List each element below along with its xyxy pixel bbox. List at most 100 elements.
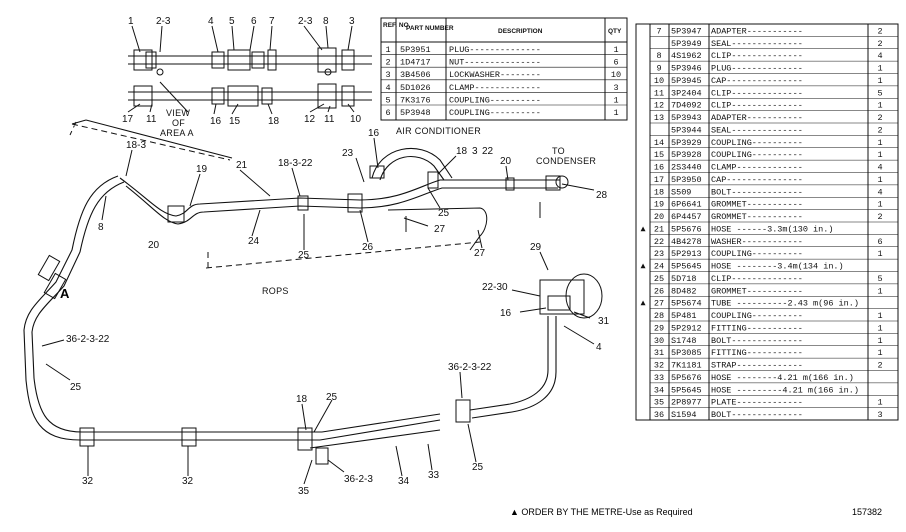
table-cell-part: 5P3929 [671, 138, 702, 148]
table-cell-desc: HOSE ------3.3m(130 in.) [711, 224, 833, 234]
table-cell-qty: 2 [877, 125, 882, 135]
table-cell-desc: ADAPTER----------- [711, 113, 803, 123]
table-cell-mark: ▲ [640, 299, 646, 309]
table-cell-ref: 30 [654, 336, 664, 346]
callout: 32 [82, 476, 94, 487]
view-label: OF [172, 118, 185, 128]
table-cell-qty: 2 [877, 113, 882, 123]
callout: 36-2-3-22 [66, 334, 110, 345]
table-cell-part: 5P3943 [671, 113, 702, 123]
table-cell-ref: 21 [654, 224, 664, 234]
table-cell-ref: 36 [654, 410, 664, 420]
table-cell-ref: 7 [656, 26, 661, 36]
table-cell-ref: 14 [654, 138, 664, 148]
header-part: PART NUMBER [406, 25, 454, 32]
callout: 25 [438, 208, 450, 219]
callout: 18 [296, 394, 308, 405]
table-cell-part: 1D4717 [400, 58, 431, 68]
table-cell-part: 2S3440 [671, 163, 702, 173]
table-cell-ref: 26 [654, 286, 664, 296]
table-cell-part: 8D482 [671, 286, 697, 296]
callout: 27 [434, 224, 446, 235]
table-cell-part: 5P3949 [671, 39, 702, 49]
callout: 16 [368, 128, 380, 139]
table-cell-desc: PLATE------------- [711, 398, 803, 408]
table-cell-desc: SEAL-------------- [711, 39, 803, 49]
callout: 33 [428, 470, 440, 481]
table-cell-desc: NUT--------------- [449, 58, 541, 68]
table-cell-ref: 24 [654, 262, 664, 272]
view-label: VIEW [166, 108, 190, 118]
callout: 6 [251, 16, 257, 27]
table-cell-part: 5P3951 [400, 45, 431, 55]
table-cell-desc: FITTING----------- [711, 323, 803, 333]
table-cell-ref: 16 [654, 163, 664, 173]
table-cell-ref: 18 [654, 187, 664, 197]
condenser-label: TO [552, 146, 565, 156]
callout: 7 [269, 16, 275, 27]
callout: 1 [128, 16, 134, 27]
table-cell-part: 6P4457 [671, 212, 702, 222]
callout: 2-3 [156, 16, 171, 27]
callout: 21 [236, 160, 248, 171]
table-cell-qty: 5 [877, 274, 882, 284]
table-cell-ref: 33 [654, 373, 664, 383]
top-view-callouts: 1 2-3 4 5 6 7 2-3 8 3 17 11 16 15 18 12 … [122, 16, 362, 138]
table-cell-ref: 29 [654, 323, 664, 333]
table-cell-part: 5P3946 [671, 64, 702, 74]
table-cell-qty: 4 [877, 51, 882, 61]
table-cell-part: 7K1181 [671, 361, 702, 371]
callout: 28 [596, 190, 608, 201]
table-cell-qty: 1 [877, 348, 882, 358]
table-cell-desc: SEAL-------------- [711, 125, 803, 135]
table-cell-desc: GROMMET----------- [711, 200, 803, 210]
table-cell-desc: BOLT-------------- [711, 410, 803, 420]
callout: 32 [182, 476, 194, 487]
callout: 25 [472, 462, 484, 473]
table-cell-part: S509 [671, 187, 691, 197]
table-cell-qty: 1 [877, 286, 882, 296]
table-cell-desc: ADAPTER----------- [711, 26, 803, 36]
callout: 19 [196, 164, 208, 175]
table-cell-part: 5P5674 [671, 299, 702, 309]
view-label: AREA A [160, 128, 194, 138]
table-cell-qty: 2 [877, 26, 882, 36]
table-cell-ref: 27 [654, 299, 664, 309]
table-cell-desc: PLUG-------------- [711, 64, 803, 74]
table-cell-part: 5P5676 [671, 373, 702, 383]
table-cell-part: 6P6641 [671, 200, 702, 210]
table-cell-qty: 1 [877, 311, 882, 321]
table-cell-qty: 1 [877, 150, 882, 160]
table-cell-ref: 25 [654, 274, 664, 284]
table-cell-ref: 6 [385, 108, 390, 118]
callout: 15 [229, 116, 241, 127]
table-cell-mark: ▲ [640, 262, 646, 272]
callout: 36-2-3-22 [448, 362, 492, 373]
callout: 18 [268, 116, 280, 127]
callout: 36-2-3 [344, 474, 373, 485]
callout: 5 [229, 16, 235, 27]
callout: 16 [500, 308, 512, 319]
table-cell-part: 3P2404 [671, 88, 702, 98]
callout: 29 [530, 242, 542, 253]
callout: 11 [324, 114, 335, 125]
main-callouts: 18-3 19 21 18-3-22 16 23 18 3 22 20 8 20… [60, 126, 610, 497]
table-cell-part: 5P5645 [671, 385, 702, 395]
table-cell-part: 5P2913 [671, 249, 702, 259]
callout: 31 [598, 316, 610, 327]
table-cell-part: S1748 [671, 336, 697, 346]
table-cell-part: S1594 [671, 410, 697, 420]
table-cell-desc: CLIP-------------- [711, 88, 803, 98]
rops-label: ROPS [262, 286, 289, 296]
table-cell-qty: 1 [613, 95, 618, 105]
callout: 12 [304, 114, 316, 125]
callout: 20 [148, 240, 160, 251]
table-cell-part: 5D718 [671, 274, 697, 284]
table-cell-ref: 9 [656, 64, 661, 74]
callout: 18 [456, 146, 468, 157]
table-cell-desc: HOSE --------3.4m(134 in.) [711, 262, 844, 272]
callout: 2-3 [298, 16, 313, 27]
table-cell-desc: COUPLING---------- [711, 311, 803, 321]
